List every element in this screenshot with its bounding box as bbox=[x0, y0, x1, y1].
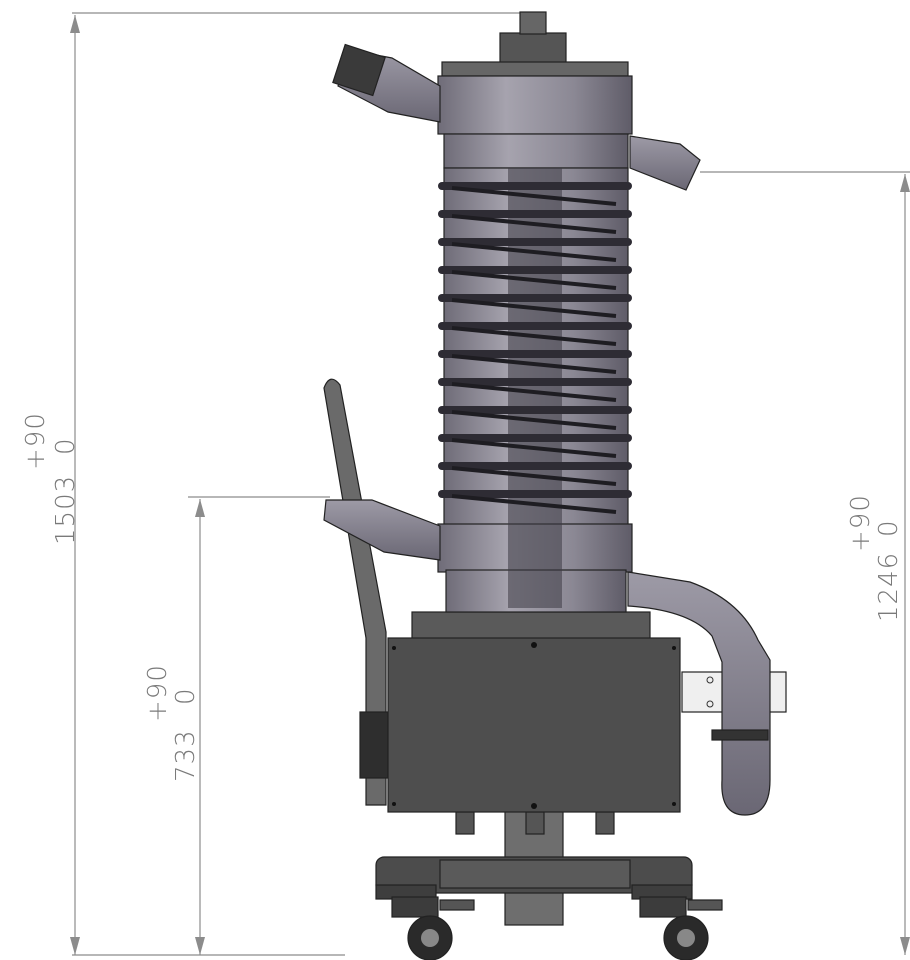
spiral-rib bbox=[438, 266, 632, 274]
spiral-blade bbox=[451, 186, 617, 206]
spiral-blade bbox=[451, 466, 617, 486]
dim-total-tol-upper: +90 bbox=[21, 412, 51, 470]
spiral-rib bbox=[438, 406, 632, 414]
dim-inlet-tol-upper: +90 bbox=[143, 664, 173, 722]
spiral-rib bbox=[438, 322, 632, 330]
dimension-total-height: 1503 +90 0 bbox=[21, 12, 520, 956]
spiral-blade bbox=[451, 410, 617, 430]
spiral-blade bbox=[451, 326, 617, 346]
spiral-rib bbox=[438, 490, 632, 498]
caster-base bbox=[375, 809, 723, 960]
spiral-rib bbox=[438, 210, 632, 218]
dim-inlet-value: 733 bbox=[171, 729, 201, 782]
dimension-inlet-height: 733 +90 0 bbox=[143, 496, 330, 955]
lower-inlet-chute bbox=[323, 499, 441, 561]
spiral-blade bbox=[451, 494, 617, 514]
spiral-blade bbox=[451, 354, 617, 374]
spiral-blade bbox=[451, 382, 617, 402]
spiral-rib bbox=[438, 182, 632, 190]
mid-outlet-chute bbox=[629, 135, 701, 191]
spiral-blade bbox=[451, 438, 617, 458]
spiral-blade bbox=[451, 298, 617, 318]
spiral-blade bbox=[451, 242, 617, 262]
dim-total-value: 1503 bbox=[51, 475, 81, 545]
top-inlet-chute bbox=[332, 43, 441, 123]
spiral-rib bbox=[438, 434, 632, 442]
dim-outlet-tol-upper: +90 bbox=[846, 494, 876, 552]
control-box bbox=[387, 611, 681, 813]
box-feet bbox=[455, 811, 615, 835]
spiral-column bbox=[437, 11, 633, 613]
dim-inlet-tol-lower: 0 bbox=[171, 687, 201, 705]
caster-left bbox=[391, 896, 475, 960]
spiral-blade bbox=[451, 270, 617, 290]
spiral-rib bbox=[438, 462, 632, 470]
spiral-rib bbox=[438, 238, 632, 246]
dim-outlet-tol-lower: 0 bbox=[874, 519, 904, 537]
dim-outlet-value: 1246 bbox=[874, 552, 904, 622]
dimension-outlet-height: 1246 +90 0 bbox=[700, 171, 910, 955]
dim-total-tol-lower: 0 bbox=[51, 437, 81, 455]
caster-right bbox=[639, 896, 723, 960]
outlet-pipe bbox=[627, 571, 771, 816]
spiral-rib bbox=[438, 350, 632, 358]
spiral-rib bbox=[438, 378, 632, 386]
push-handle bbox=[323, 378, 389, 806]
spiral-rib bbox=[438, 294, 632, 302]
spiral-blade bbox=[451, 214, 617, 234]
spiral-ribs bbox=[438, 182, 632, 514]
